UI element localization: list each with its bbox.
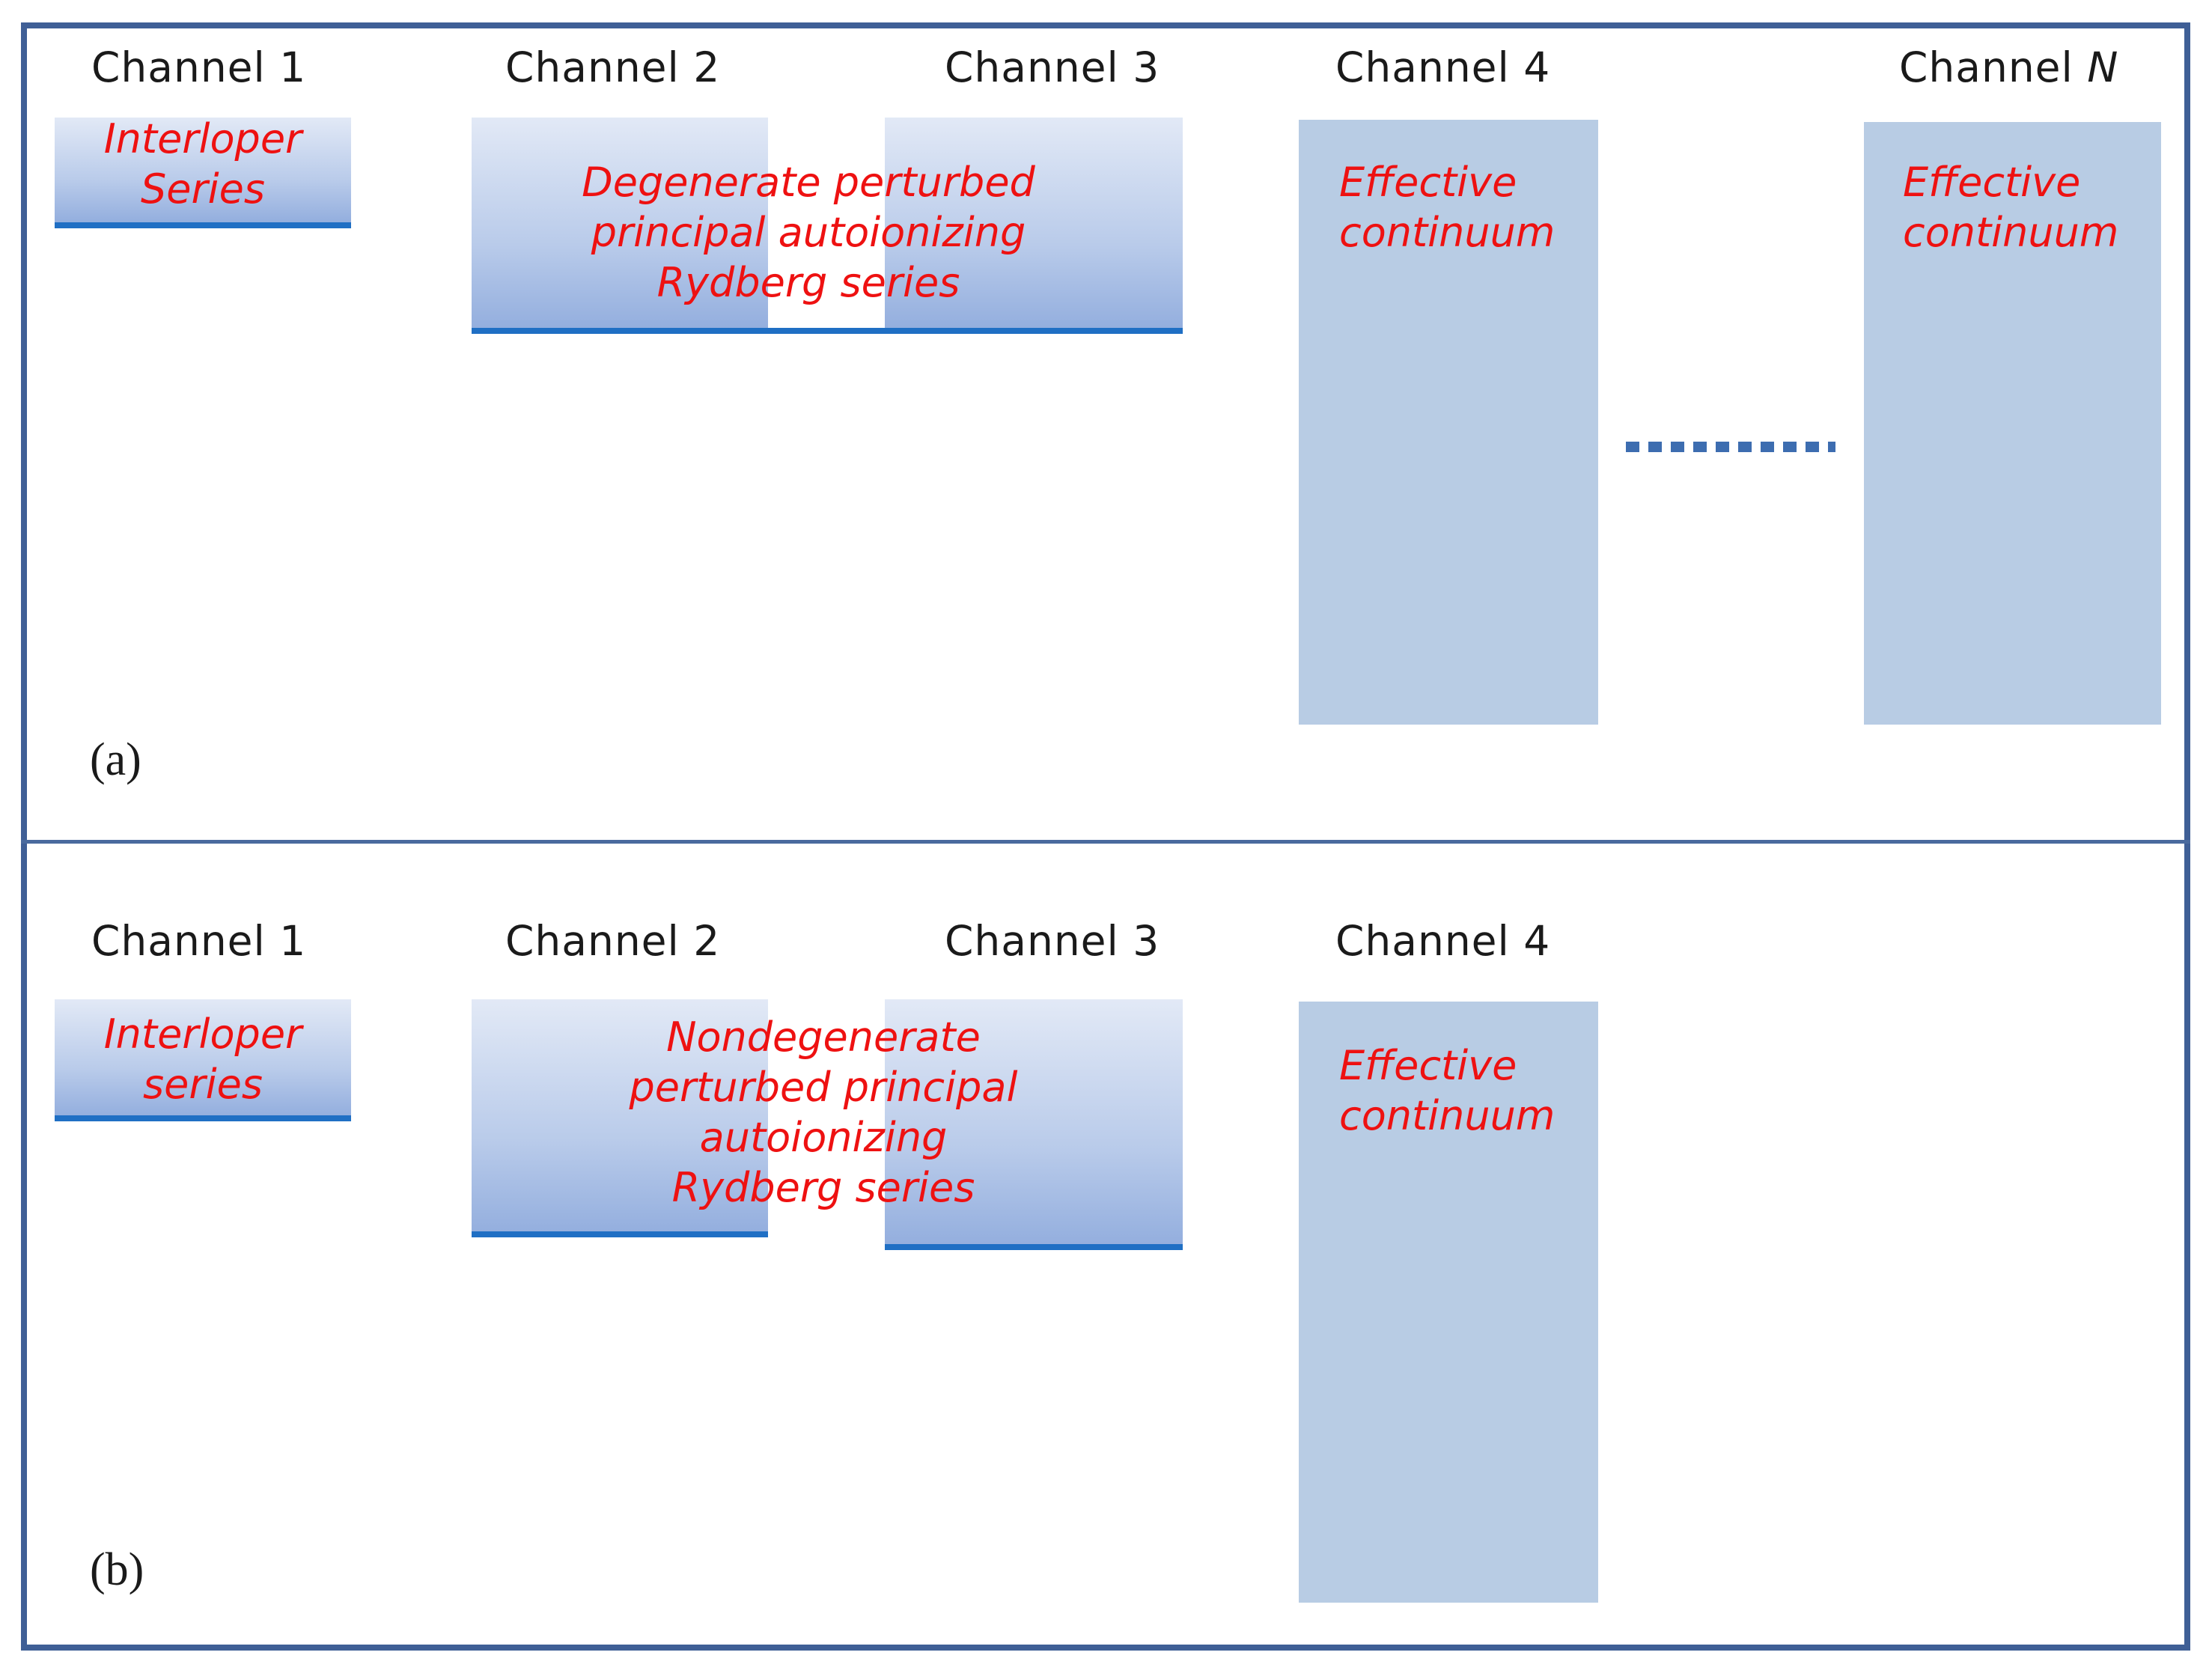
channel-4-continuum-text: Effective continuum bbox=[1339, 157, 1555, 258]
channel-3-series-line bbox=[885, 1244, 1183, 1250]
channel-3-series-box bbox=[885, 999, 1183, 1246]
channel-n-label: Channel N bbox=[1899, 43, 2118, 91]
degenerate-text-line-2: principal autoionizing bbox=[591, 209, 1026, 256]
channel-2-series-box bbox=[472, 999, 768, 1234]
continuum-n-text-line-1: Effective bbox=[1903, 159, 2081, 206]
channel-2-label: Channel 2 bbox=[505, 917, 721, 965]
channel-3-series-box bbox=[885, 118, 1183, 329]
interloper-series-line bbox=[55, 222, 351, 228]
channel-1-label: Channel 1 bbox=[91, 917, 307, 965]
interloper-series-line bbox=[55, 1115, 351, 1121]
interloper-text-line-2: series bbox=[143, 1061, 263, 1108]
degenerate-text-line-3: Rydberg series bbox=[656, 259, 960, 306]
channel-4-label: Channel 4 bbox=[1335, 917, 1551, 965]
nondegenerate-text-line-1: Nondegenerate bbox=[666, 1014, 981, 1061]
interloper-text-line-1: Interloper bbox=[103, 115, 302, 162]
channel-n-continuum-box bbox=[1864, 122, 2161, 725]
nondegenerate-series-text: Nondegenerate perturbed principal autoio… bbox=[569, 1012, 1078, 1213]
interloper-text-line-2: Series bbox=[140, 165, 266, 213]
panel-b-label: (b) bbox=[90, 1544, 144, 1595]
channel-n-continuum-text: Effective continuum bbox=[1903, 157, 2118, 258]
interloper-series-box bbox=[55, 999, 351, 1116]
channel-n-prefix: Channel bbox=[1899, 43, 2088, 91]
channel-2-series-line bbox=[472, 1231, 768, 1237]
channel-n-variable: N bbox=[2087, 43, 2119, 91]
nondegenerate-text-line-4: Rydberg series bbox=[671, 1164, 975, 1211]
channel-2-label: Channel 2 bbox=[505, 43, 721, 91]
continuum-n-text-line-2: continuum bbox=[1903, 209, 2119, 256]
interloper-series-box bbox=[55, 118, 351, 222]
channel-4-continuum-text: Effective continuum bbox=[1339, 1040, 1555, 1141]
channel-4-continuum-box bbox=[1299, 1002, 1598, 1603]
nondegenerate-text-line-2: perturbed principal bbox=[629, 1064, 1018, 1111]
continuum-4-text-line-1: Effective bbox=[1339, 159, 1517, 206]
continuum-4-text-line-2: continuum bbox=[1339, 1092, 1556, 1139]
channel-4-continuum-box bbox=[1299, 120, 1598, 725]
degenerate-text-line-1: Degenerate perturbed bbox=[582, 159, 1035, 206]
degenerate-series-line bbox=[472, 328, 1183, 334]
degenerate-series-text: Degenerate perturbed principal autoioniz… bbox=[524, 157, 1093, 308]
interloper-series-text: Interloper series bbox=[55, 1009, 351, 1109]
continuum-4-text-line-1: Effective bbox=[1339, 1042, 1517, 1089]
panel-a-label: (a) bbox=[90, 734, 141, 785]
nondegenerate-text-line-3: autoionizing bbox=[699, 1114, 948, 1161]
channel-2-series-box bbox=[472, 118, 768, 329]
interloper-series-text: Interloper Series bbox=[55, 114, 351, 214]
continuum-4-text-line-2: continuum bbox=[1339, 209, 1556, 256]
channel-1-label: Channel 1 bbox=[91, 43, 307, 91]
channel-3-label: Channel 3 bbox=[945, 43, 1160, 91]
channel-3-label: Channel 3 bbox=[945, 917, 1160, 965]
ellipsis-dotted-line bbox=[1626, 442, 1835, 452]
panel-divider bbox=[21, 840, 2190, 844]
channel-4-label: Channel 4 bbox=[1335, 43, 1551, 91]
interloper-text-line-1: Interloper bbox=[103, 1011, 302, 1058]
